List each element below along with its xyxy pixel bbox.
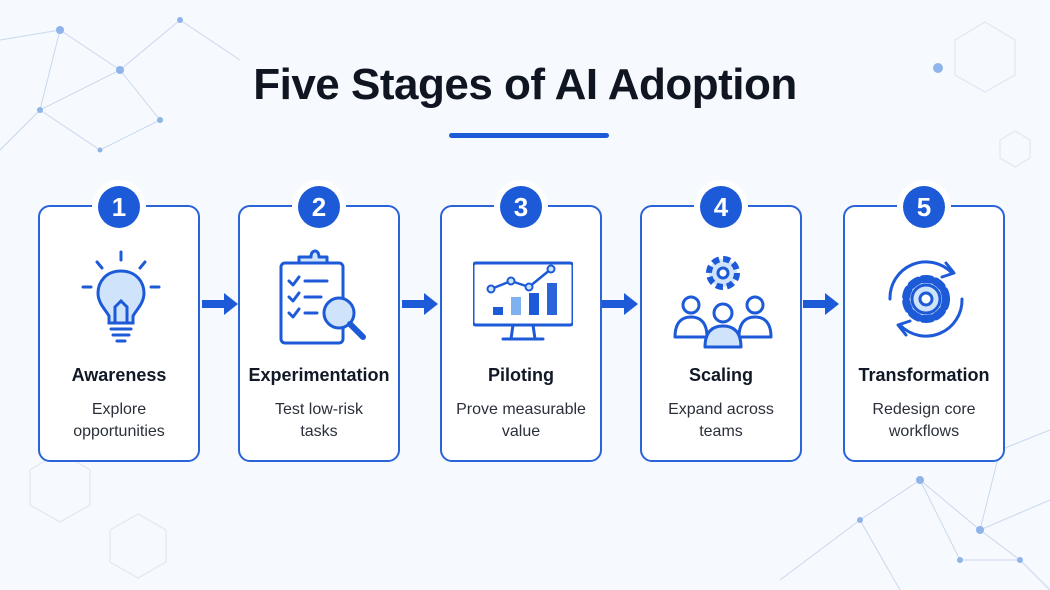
stage-title: Piloting xyxy=(488,365,554,385)
stage-title: Scaling xyxy=(688,365,754,385)
team-gear-icon xyxy=(673,256,773,349)
clipboard-magnifier-icon xyxy=(279,249,366,345)
title-underline xyxy=(449,133,609,138)
stage-number-badge: 5 xyxy=(903,186,945,228)
arrow-right-icon xyxy=(803,293,839,315)
stage-number-badge: 3 xyxy=(500,186,542,228)
arrow-right-icon xyxy=(202,293,238,315)
lightbulb-icon xyxy=(81,250,161,343)
arrow-right-icon xyxy=(602,293,638,315)
stage-title: Awareness xyxy=(71,365,167,385)
stage-title: Experimentation xyxy=(248,365,390,385)
stage-number-badge: 2 xyxy=(298,186,340,228)
page-title: Five Stages of AI Adoption xyxy=(253,60,797,109)
monitor-chart-icon xyxy=(473,261,573,341)
gear-cycle-icon xyxy=(888,260,964,338)
stage-title: Transformation xyxy=(858,365,990,385)
arrow-right-icon xyxy=(402,293,438,315)
stage-number-badge: 4 xyxy=(700,186,742,228)
stage-number-badge: 1 xyxy=(98,186,140,228)
